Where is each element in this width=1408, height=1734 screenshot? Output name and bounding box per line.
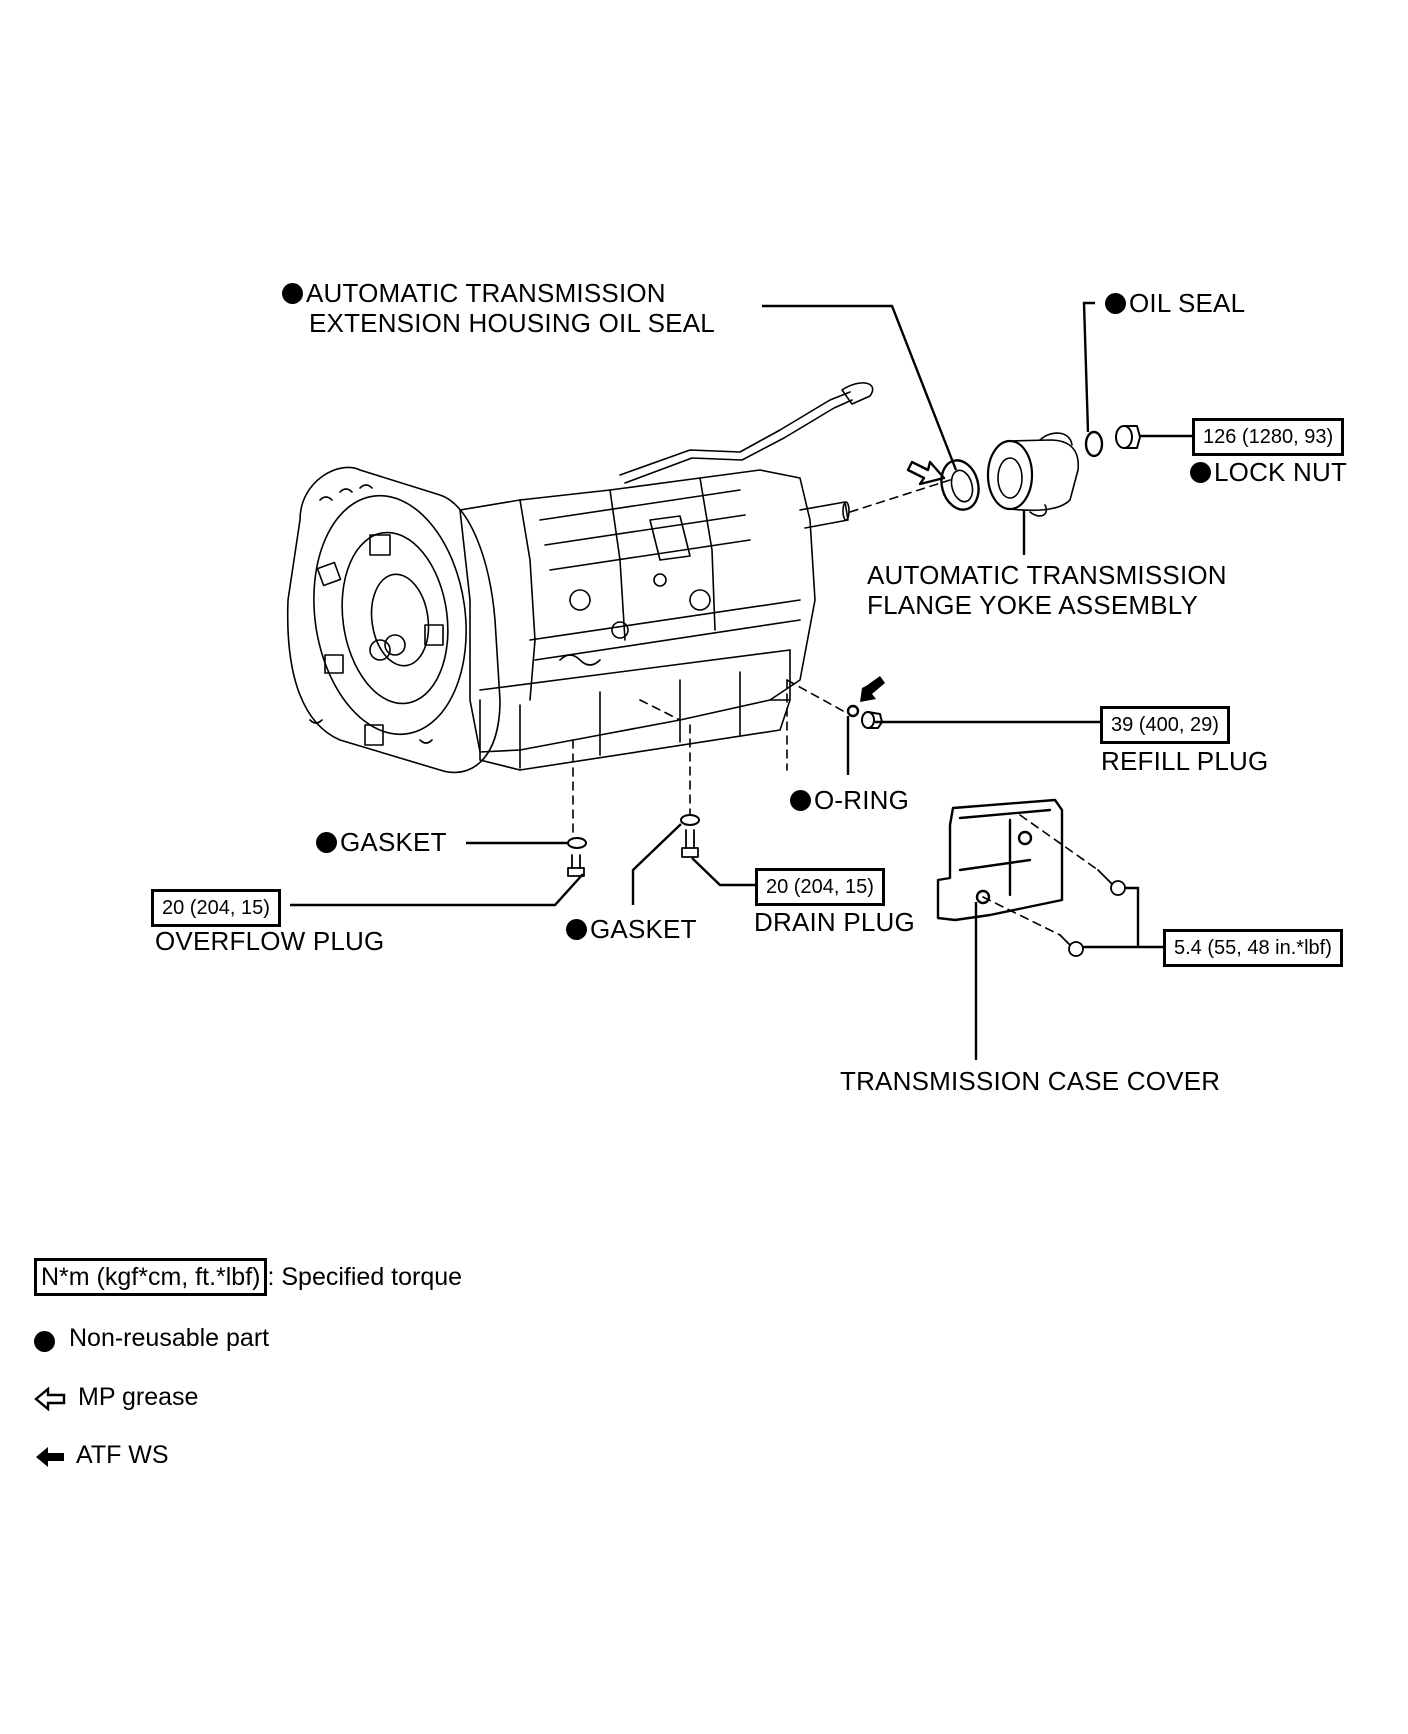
overflow-plug-part [567, 854, 585, 877]
torque-box-lock-nut: 126 (1280, 93) [1192, 418, 1345, 456]
label-flange-yoke: AUTOMATIC TRANSMISSION FLANGE YOKE ASSEM… [867, 560, 1227, 620]
label-case-cover: TRANSMISSION CASE COVER [840, 1066, 1221, 1096]
torque-box-refill-plug: 39 (400, 29) [1100, 706, 1230, 744]
non-reusable-dot-icon [790, 790, 811, 811]
leader-lines [290, 301, 1192, 1060]
transmission-case [459, 382, 874, 771]
legend-mp-grease: MP grease [34, 1382, 198, 1412]
extension-housing-oil-seal [940, 459, 980, 511]
atf-ws-arrow-marker-icon [860, 676, 885, 702]
torque-box-case-cover-bolts: 5.4 (55, 48 in.*lbf) [1163, 929, 1343, 967]
non-reusable-dot-icon [1190, 462, 1211, 483]
label-lock-nut: LOCK NUT [1190, 457, 1347, 487]
non-reusable-dot-icon [566, 919, 587, 940]
non-reusable-dot-icon [282, 283, 303, 304]
legend-non-reusable: Non-reusable part [34, 1323, 269, 1353]
label-oil-seal: OIL SEAL [1105, 288, 1245, 318]
label-refill-plug: REFILL PLUG [1101, 746, 1269, 776]
refill-plug-part [861, 711, 883, 729]
o-ring-part [846, 704, 860, 718]
legend-torque: N*m (kgf*cm, ft.*lbf): Specified torque [34, 1258, 462, 1296]
case-cover-bolts [1059, 869, 1126, 957]
oil-seal-ring [1084, 430, 1104, 458]
mp-grease-arrow-icon [34, 1386, 66, 1412]
label-o-ring: O-RING [790, 785, 909, 815]
mp-grease-arrow-marker-icon [906, 460, 946, 486]
bell-housing [286, 466, 501, 774]
non-reusable-dot-icon [316, 832, 337, 853]
atf-ws-arrow-icon [36, 1447, 64, 1467]
label-gasket-overflow: GASKET [316, 827, 447, 857]
non-reusable-dot-icon [1105, 293, 1126, 314]
lock-nut [1115, 425, 1141, 449]
drain-plug-part [681, 829, 699, 858]
label-ext-housing-oil-seal: AUTOMATIC TRANSMISSION EXTENSION HOUSING… [282, 278, 715, 338]
label-gasket-drain: GASKET [566, 914, 697, 944]
gasket-overflow-part [567, 837, 587, 849]
torque-box-drain-plug: 20 (204, 15) [755, 868, 885, 906]
legend-torque-box: N*m (kgf*cm, ft.*lbf) [34, 1258, 268, 1296]
gasket-drain-part [680, 814, 700, 826]
alignment-lines [572, 479, 1099, 936]
legend-torque-desc: : Specified torque [267, 1263, 463, 1291]
legend-atf-ws: ATF WS [34, 1440, 169, 1470]
torque-box-overflow-plug: 20 (204, 15) [151, 889, 281, 927]
non-reusable-dot-icon [34, 1331, 55, 1352]
label-drain-plug: DRAIN PLUG [754, 907, 915, 937]
flange-yoke [986, 432, 1079, 517]
case-cover-part [936, 798, 1064, 922]
label-overflow-plug: OVERFLOW PLUG [155, 926, 385, 956]
